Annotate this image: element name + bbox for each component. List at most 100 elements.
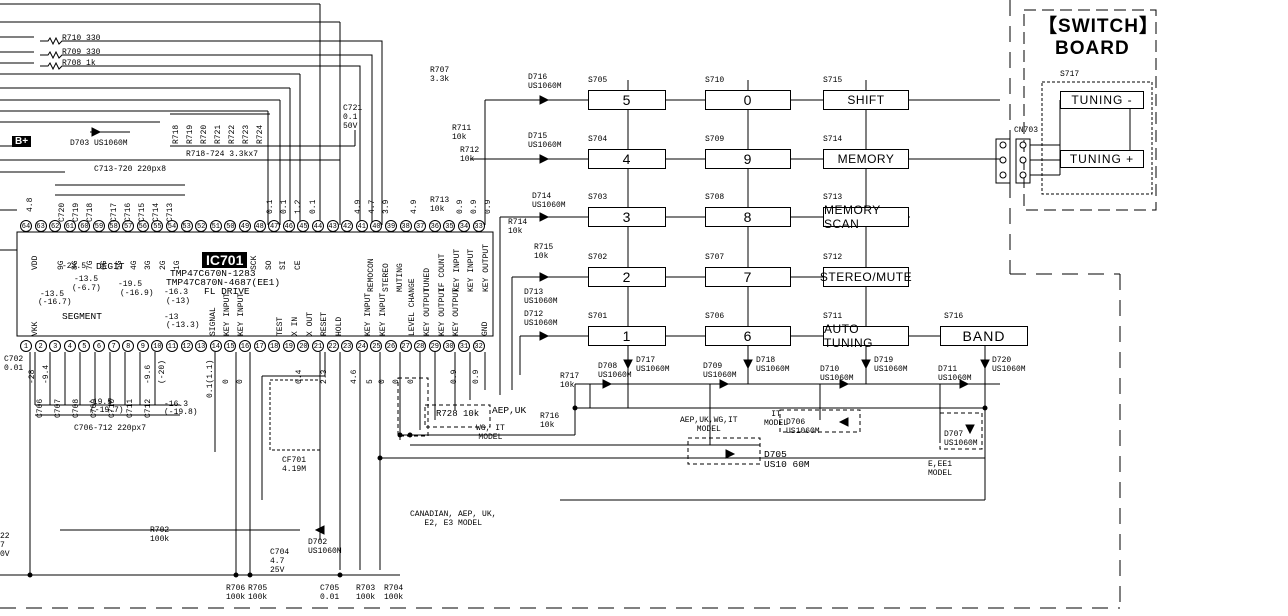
ic-pin: 11	[166, 340, 178, 352]
resistor-ref: R718	[172, 124, 181, 144]
ic-pin: 42	[341, 220, 354, 232]
resistor-value: 100k	[356, 593, 376, 602]
ic-pin: 33	[472, 220, 485, 232]
ic-pin-name: 1G	[173, 260, 182, 270]
switch-key: 2	[588, 267, 666, 287]
resistor-value: 100k	[248, 593, 268, 602]
resistor-label: R708 1k	[62, 59, 96, 68]
ic-description: FL DRIVE	[204, 286, 250, 297]
voltage-reading: 0.1	[280, 199, 289, 214]
ic-pin-name: KEY INPUT	[223, 292, 232, 336]
diode-part: US1060M	[874, 365, 908, 374]
d705-note: D705 US10 60M	[764, 449, 810, 470]
diode-ref: D712	[524, 310, 544, 319]
capacitor-ref: C712	[144, 398, 153, 418]
resistor-ref: R710	[62, 34, 82, 43]
switch-ref: S708	[705, 193, 725, 202]
bracket-left: 【	[1038, 16, 1059, 37]
ic-pin: 13	[195, 340, 208, 352]
voltage-reading: (-16.7)	[38, 298, 72, 307]
board-title-line2: BOARD	[1055, 38, 1130, 59]
ic-pin-name: X OUT	[306, 311, 315, 336]
switch-ref: S704	[588, 135, 608, 144]
diode-ref: D709	[703, 362, 723, 371]
ic-pin-name: KEY INPUT	[379, 292, 388, 336]
aep-uk-wg-it-note: AEP,UK,WG,IT MODEL	[680, 416, 738, 434]
voltage-reading: (-13)	[166, 297, 191, 306]
ic-pin-name: STEREO	[382, 263, 391, 292]
ic-pin: 7	[107, 340, 120, 352]
resistor-value: 10k	[540, 421, 555, 430]
voltage-reading: 0.1	[266, 199, 275, 214]
resistor-ref: R713	[430, 196, 450, 205]
resistor-value: 3.3k	[430, 75, 450, 84]
ic-pin: 50	[224, 220, 237, 232]
ic-pin: 29	[428, 340, 441, 352]
band-switch-box: BAND	[940, 326, 1028, 346]
switch-key: 3	[588, 207, 666, 227]
voltage-reading: 0	[222, 379, 231, 384]
ic-pin: 44	[312, 220, 324, 232]
diode-ref: D715	[528, 132, 548, 141]
canadian-note: CANADIAN, AEP, UK, E2, E3 MODEL	[410, 510, 497, 528]
ic-pin: 9	[136, 340, 149, 352]
voltage-reading: 3.9	[382, 199, 391, 214]
voltage-reading: (-6.7)	[72, 284, 101, 293]
switch-key: 8	[705, 207, 791, 227]
ic-pin: 46	[282, 220, 295, 232]
resistor-value: 10k	[534, 252, 549, 261]
resistor-ref: R707	[430, 66, 450, 75]
switch-ref: S713	[823, 193, 843, 202]
ic-pin-name: KEY INPUT	[467, 248, 476, 292]
ic-pin: 6	[93, 340, 105, 352]
switch-board-title: 【SWITCH】	[1038, 16, 1159, 37]
ic-pin: 57	[122, 220, 135, 232]
voltage-reading: -19.5	[88, 398, 113, 407]
ic-pin: 39	[385, 220, 397, 232]
voltage-reading: (-19.7)	[90, 406, 124, 415]
ic-pin: 52	[195, 220, 208, 232]
ic-part-number-2: TMP47C870N-4687(EE1)	[166, 277, 281, 288]
ic-pin-name: VDD	[31, 255, 40, 270]
voltage-reading: -28	[28, 369, 37, 384]
resistor-value: 10k	[430, 205, 445, 214]
switch-ref: S707	[705, 253, 725, 262]
voltage-reading: -9.6	[144, 364, 153, 384]
voltage-reading: 1.2	[294, 199, 303, 214]
capacitor-ref: C719	[72, 202, 81, 222]
voltage-reading: -23.5	[62, 262, 87, 271]
resistor-ref: R721	[214, 124, 223, 144]
ic-pin: 59	[93, 220, 105, 232]
switch-key: 5	[588, 90, 666, 110]
diode-part: US1060M	[532, 201, 566, 210]
voltage-reading: 0	[392, 379, 401, 384]
voltage-reading: 4.7	[368, 199, 377, 214]
resistor-ref: R714	[508, 218, 528, 227]
switch-ref: S702	[588, 253, 608, 262]
ic-pin: 48	[253, 220, 266, 232]
ic-pin: 23	[341, 340, 354, 352]
voltage-reading: 0	[378, 379, 387, 384]
c713-720-note: C713-720 220px8	[94, 165, 167, 174]
voltage-reading: -13	[164, 313, 179, 322]
diode-part: US1060M	[528, 82, 562, 91]
switch-ref: S712	[823, 253, 843, 262]
diode-part: US1060M	[820, 374, 854, 383]
ic-pin: 55	[151, 220, 164, 232]
ic-pin-name: TEST	[276, 316, 285, 336]
ic-pin: 47	[268, 220, 281, 232]
capacitor-ref: C718	[86, 202, 95, 222]
resistor-ref: R706	[226, 584, 246, 593]
diode-part: US1060M	[992, 365, 1026, 374]
voltage-reading: 4.6	[350, 369, 359, 384]
switch-key: 4	[588, 149, 666, 169]
switch-key: 6	[705, 326, 791, 346]
